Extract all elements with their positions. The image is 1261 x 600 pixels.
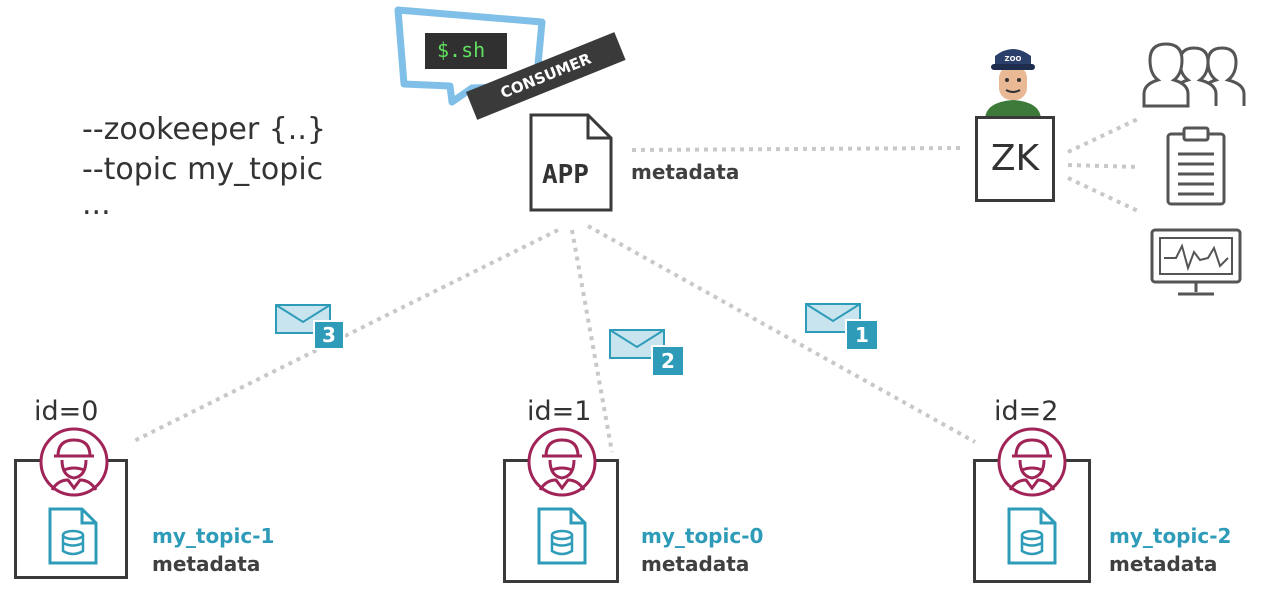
broker-1-metadata: metadata bbox=[641, 552, 750, 576]
command-line-ellipsis: ... bbox=[82, 187, 111, 222]
terminal-label: $.sh bbox=[437, 38, 486, 62]
message-number: 2 bbox=[661, 349, 675, 373]
message-1: 1 bbox=[805, 303, 879, 351]
broker-0-id: id=0 bbox=[34, 396, 99, 427]
zk-to-monitor-line bbox=[1067, 176, 1141, 214]
broker-2-database-file-icon bbox=[1007, 507, 1057, 565]
command-line-topic: --topic my_topic bbox=[82, 152, 324, 187]
command-line-zookeeper: --zookeeper {..} bbox=[82, 112, 326, 147]
zookeeper-cap-text: ZOO bbox=[1005, 55, 1022, 63]
message-2: 2 bbox=[609, 329, 685, 377]
app-to-broker-1-line bbox=[570, 229, 614, 453]
app-to-broker-2-line bbox=[587, 224, 976, 444]
broker-1-id: id=1 bbox=[527, 396, 592, 427]
message-number: 1 bbox=[855, 323, 869, 347]
broker-1-topic: my_topic-0 bbox=[641, 524, 764, 548]
monitor-icon bbox=[1150, 228, 1242, 296]
broker-0-metadata: metadata bbox=[152, 552, 261, 576]
broker-0-worker-icon bbox=[39, 427, 109, 497]
zk-to-users-line bbox=[1067, 116, 1141, 154]
broker-0-topic: my_topic-1 bbox=[152, 524, 275, 548]
broker-2-id: id=2 bbox=[994, 396, 1059, 427]
message-number: 3 bbox=[322, 323, 336, 347]
clipboard-icon bbox=[1166, 126, 1226, 206]
users-icon bbox=[1142, 42, 1246, 108]
broker-2-worker-icon bbox=[997, 427, 1067, 497]
zk-box: ZK bbox=[975, 116, 1055, 202]
zk-label: ZK bbox=[990, 138, 1040, 179]
app-metadata-label: metadata bbox=[631, 160, 740, 184]
message-number-badge: 2 bbox=[651, 345, 685, 377]
message-number-badge: 3 bbox=[313, 320, 345, 350]
terminal-box: $.sh bbox=[425, 33, 507, 69]
zookeeper-avatar: ZOO bbox=[985, 49, 1041, 120]
broker-2-topic: my_topic-2 bbox=[1109, 524, 1232, 548]
broker-0-database-file-icon bbox=[48, 507, 98, 565]
broker-1-database-file-icon bbox=[537, 507, 587, 565]
message-number-badge: 1 bbox=[845, 319, 879, 351]
command-block: --zookeeper {..} --topic my_topic ... bbox=[82, 110, 382, 220]
broker-2-metadata: metadata bbox=[1109, 552, 1218, 576]
app-label: APP bbox=[542, 160, 589, 190]
broker-1-worker-icon bbox=[527, 427, 597, 497]
zk-to-clipboard-line bbox=[1067, 163, 1141, 169]
message-3: 3 bbox=[275, 304, 345, 350]
app-to-broker-0-line bbox=[131, 228, 559, 444]
app-to-zk-line bbox=[631, 146, 961, 152]
app-document-icon bbox=[529, 113, 613, 212]
